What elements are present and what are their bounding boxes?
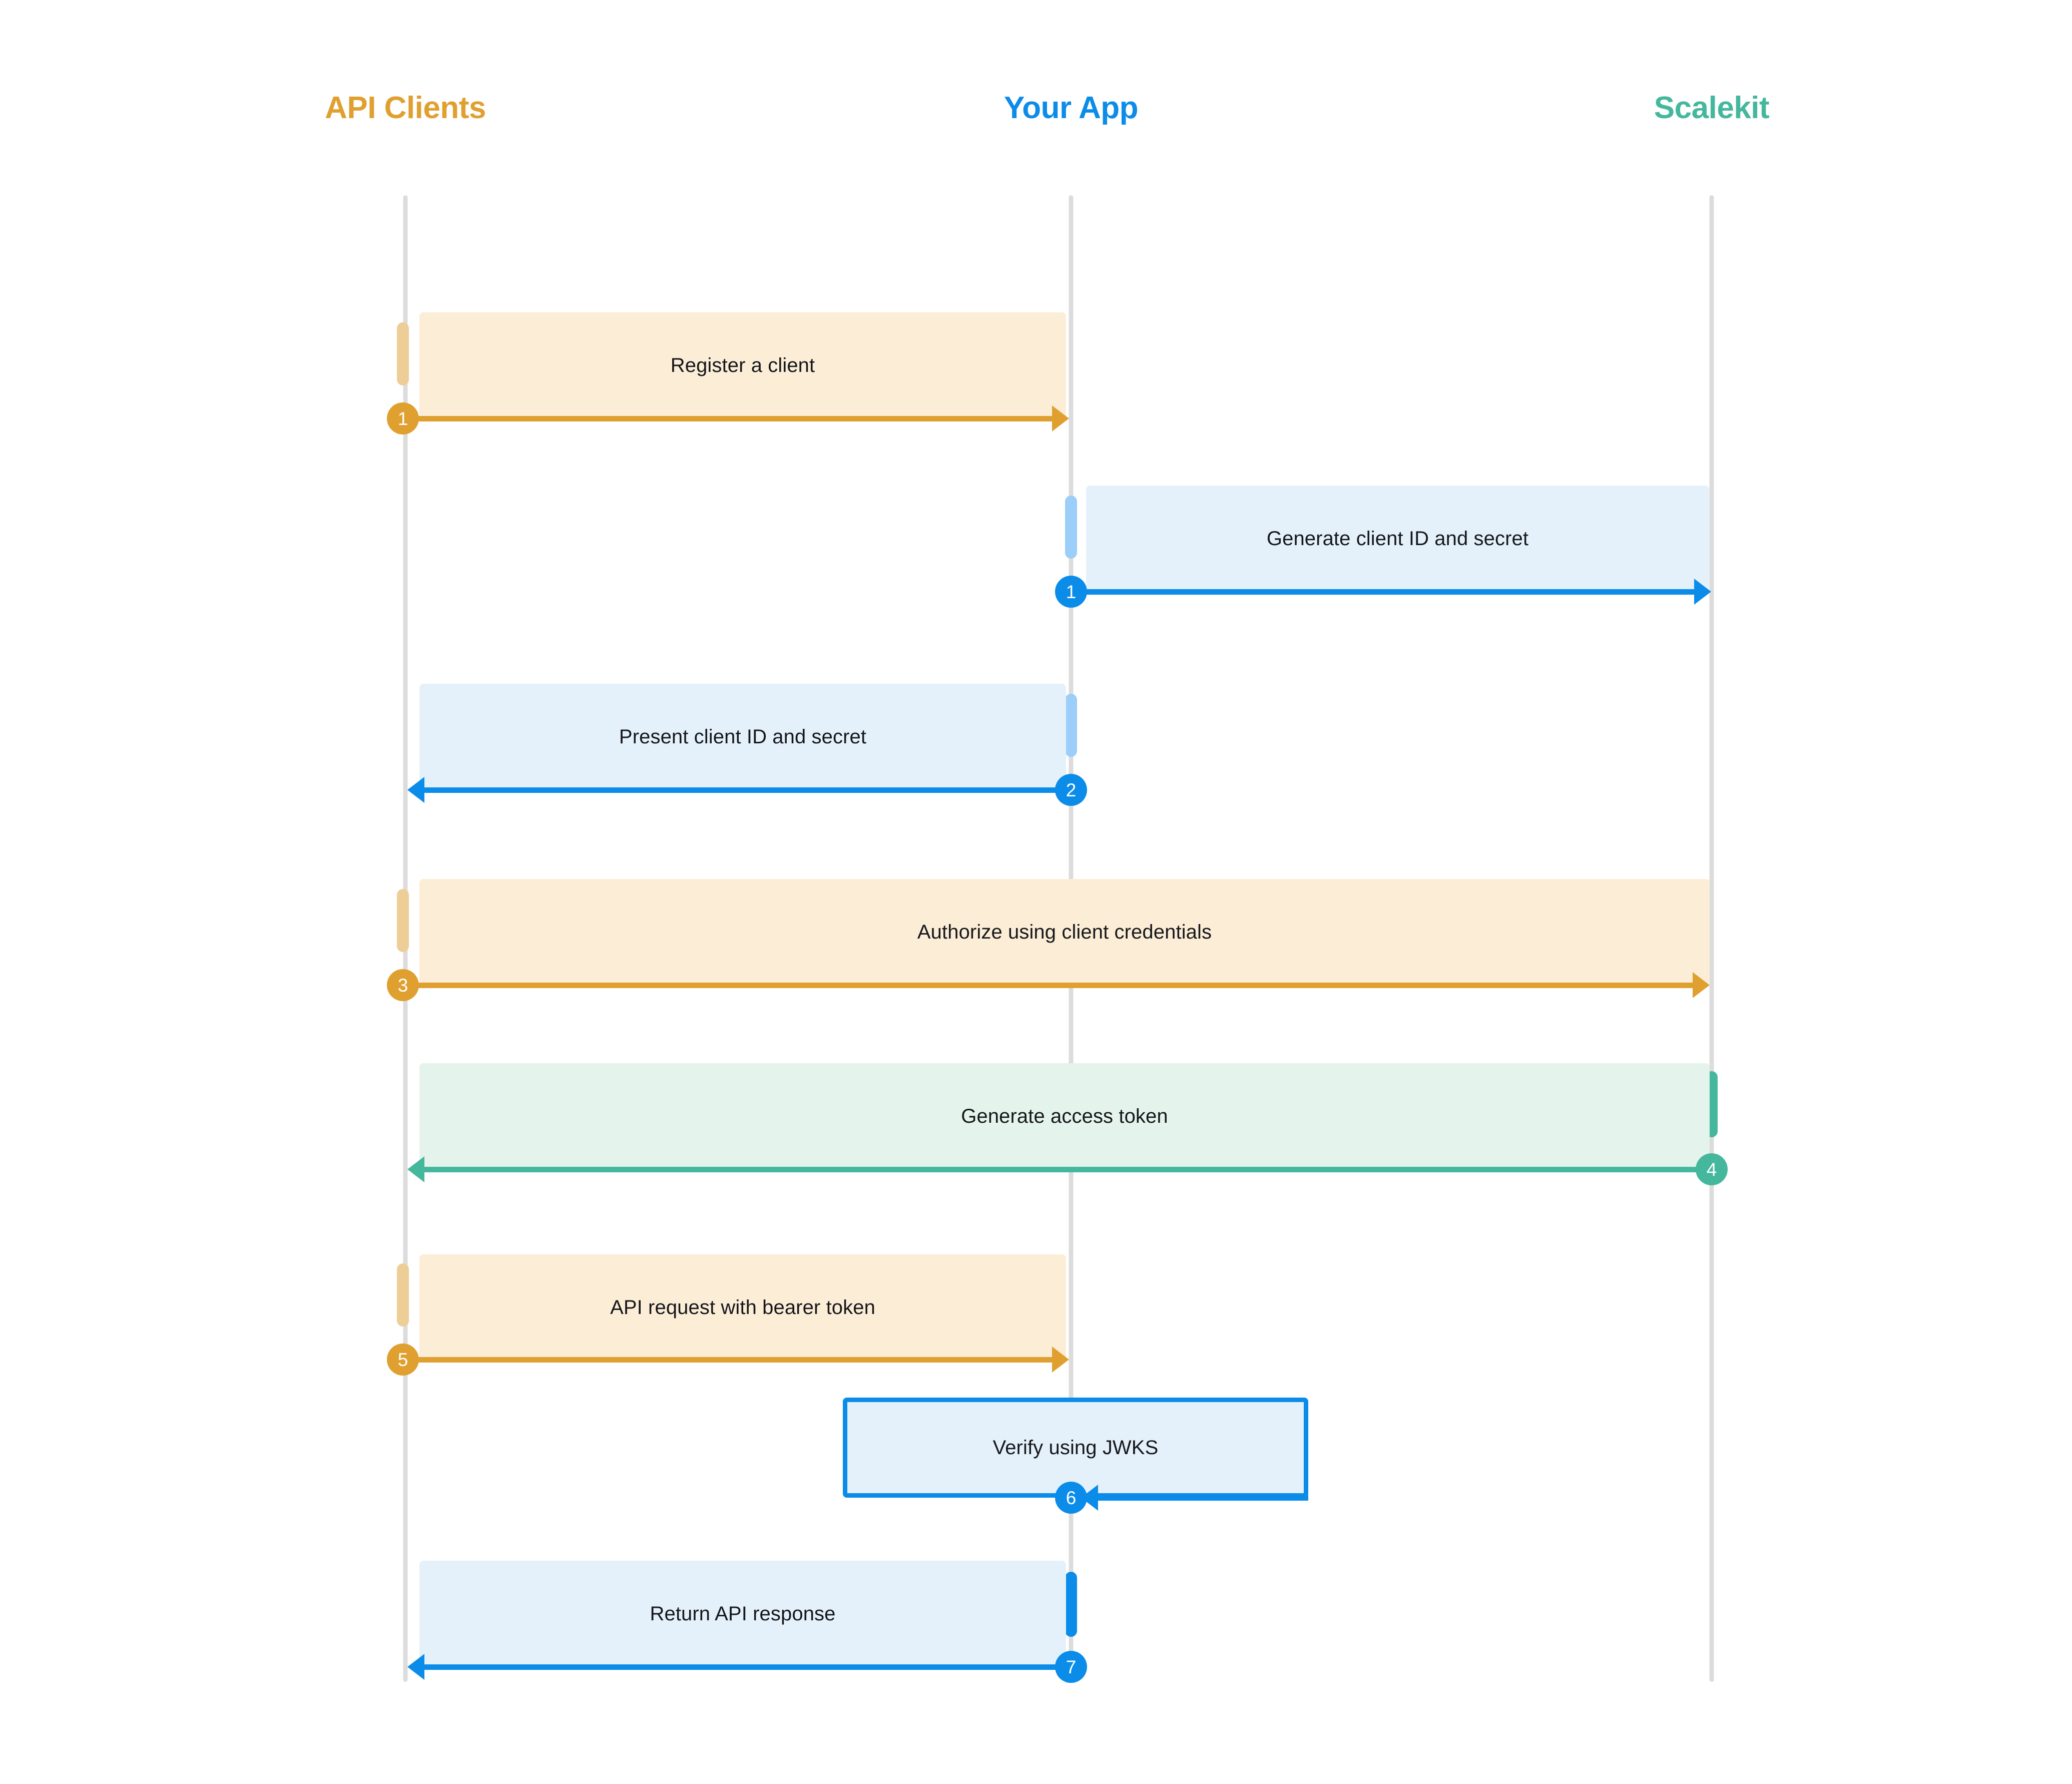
step-badge-4: 3 xyxy=(387,969,419,1001)
message-box-generate-access-token: Generate access token xyxy=(419,1063,1710,1169)
message-label: Generate access token xyxy=(961,1105,1168,1127)
message-box-present-client-id-and-secret: Present client ID and secret xyxy=(419,684,1066,790)
arrow-head-right-message-6 xyxy=(1052,1347,1069,1373)
step-badge-6: 5 xyxy=(387,1344,419,1376)
participant-header-api-clients: API Clients xyxy=(325,91,486,125)
activation-bar-message-6 xyxy=(397,1263,409,1326)
message-box-return-api-response: Return API response xyxy=(419,1561,1066,1667)
step-badge-1: 1 xyxy=(387,402,419,434)
message-box-authorize-using-client-credentials: Authorize using client credentials xyxy=(419,879,1710,985)
message-box-api-request-with-bearer-token: API request with bearer token xyxy=(419,1254,1066,1361)
step-badge-3: 2 xyxy=(1055,774,1087,806)
arrow-line-message-5 xyxy=(424,1167,1712,1172)
message-label: Verify using JWKS xyxy=(992,1437,1159,1459)
participant-header-your-app: Your App xyxy=(1003,91,1139,125)
arrow-head-right-message-4 xyxy=(1693,972,1710,998)
activation-bar-message-4 xyxy=(397,889,409,952)
arrow-head-right-message-1 xyxy=(1052,405,1069,431)
arrow-line-message-3 xyxy=(424,787,1071,793)
message-label: Present client ID and secret xyxy=(619,726,867,748)
message-label: API request with bearer token xyxy=(610,1296,875,1318)
arrow-line-message-1 xyxy=(405,416,1052,421)
step-badge-2: 1 xyxy=(1055,576,1087,608)
step-badge-5: 4 xyxy=(1696,1153,1728,1185)
lifeline-scalekit xyxy=(1709,195,1714,1682)
arrow-line-message-7 xyxy=(424,1664,1071,1670)
message-label: Return API response xyxy=(650,1603,836,1625)
message-label: Authorize using client credentials xyxy=(917,921,1212,943)
arrow-line-message-4 xyxy=(405,983,1693,988)
arrow-head-left-message-3 xyxy=(407,777,424,803)
arrow-head-left-message-5 xyxy=(407,1156,424,1182)
participant-header-scalekit: Scalekit xyxy=(1654,91,1770,125)
arrow-line-message-6 xyxy=(405,1357,1052,1363)
step-badge-8: 7 xyxy=(1055,1651,1087,1683)
activation-bar-message-3 xyxy=(1065,694,1077,757)
message-box-generate-client-id-and-secret: Generate client ID and secret xyxy=(1086,486,1709,592)
message-label: Generate client ID and secret xyxy=(1266,528,1529,550)
message-label: Register a client xyxy=(670,354,815,376)
message-box-register-a-client: Register a client xyxy=(419,312,1066,418)
activation-bar-message-7 xyxy=(1065,1572,1077,1637)
arrow-head-right-message-2 xyxy=(1694,579,1711,605)
message-box-verify-using-jwks: Verify using JWKS xyxy=(843,1398,1308,1498)
activation-bar-message-1 xyxy=(397,322,409,385)
arrow-head-left-message-7 xyxy=(407,1654,424,1680)
step-badge-7: 6 xyxy=(1055,1482,1087,1514)
activation-bar-message-2 xyxy=(1065,496,1077,559)
arrow-line-message-2 xyxy=(1071,589,1694,595)
arrow-line-self-message xyxy=(1071,1495,1308,1501)
